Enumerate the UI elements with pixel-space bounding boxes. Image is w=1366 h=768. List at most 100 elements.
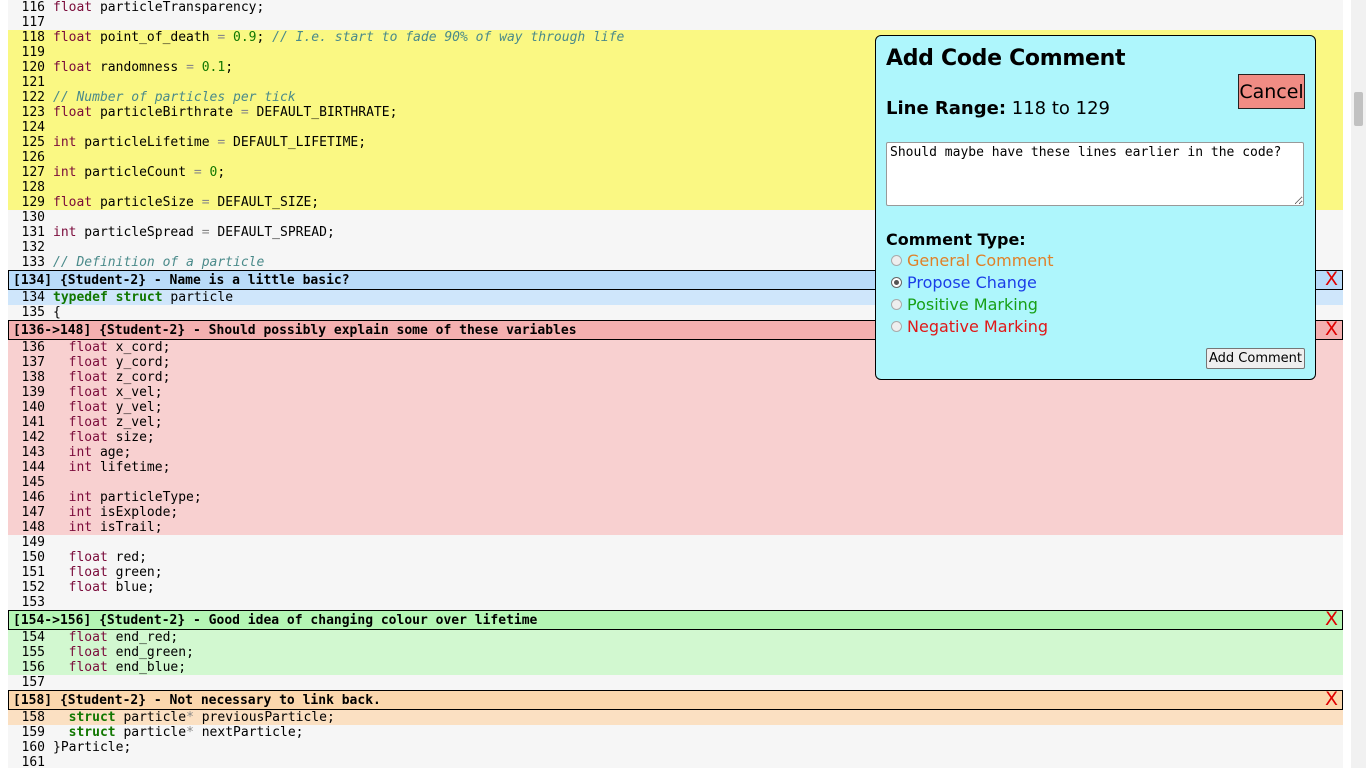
- comment-text: [154->156] {Student-2} - Good idea of ch…: [13, 613, 538, 628]
- type-keyword: float: [68, 630, 108, 645]
- delete-comment-button[interactable]: X: [1324, 688, 1338, 710]
- line-number: 118: [21, 30, 45, 45]
- add-comment-dialog: Add Code Comment Cancel Line Range: 118 …: [875, 35, 1316, 380]
- option-general-comment[interactable]: General Comment: [891, 250, 1054, 270]
- line-number: 119: [21, 45, 45, 60]
- line-number: 147: [21, 505, 45, 520]
- line-number: 128: [21, 180, 45, 195]
- code-line-commented: 158 struct particle* previousParticle;: [8, 710, 1343, 725]
- comment-textarea[interactable]: Should maybe have these lines earlier in…: [886, 142, 1304, 206]
- add-comment-button[interactable]: Add Comment: [1206, 348, 1305, 369]
- line-number: 149: [21, 535, 45, 550]
- code-line-commented: 148 int isTrail;: [8, 520, 1343, 535]
- option-label[interactable]: Positive Marking: [907, 294, 1038, 314]
- code-text: point_of_death: [92, 30, 218, 45]
- line-number: 134: [21, 290, 45, 305]
- line-number: 124: [21, 120, 45, 135]
- code-line-commented: 155 float end_green;: [8, 645, 1343, 660]
- keyword: struct: [115, 290, 163, 305]
- scrollbar-thumb[interactable]: [1354, 92, 1363, 126]
- line-number: 116: [21, 0, 45, 15]
- option-positive-marking[interactable]: Positive Marking: [891, 294, 1038, 314]
- type-keyword: int: [68, 445, 93, 460]
- type-keyword: int: [53, 225, 77, 240]
- code-line-commented: 139 float x_vel;: [8, 385, 1343, 400]
- code-text: end_green;: [107, 645, 194, 660]
- line-number: 159: [21, 725, 45, 740]
- type-keyword: float: [68, 580, 108, 595]
- operator: =: [193, 165, 202, 180]
- keyword: typedef: [53, 290, 108, 305]
- number-literal: 0.9: [225, 30, 257, 45]
- vertical-scrollbar[interactable]: [1351, 0, 1366, 768]
- code-line: 160}Particle;: [8, 740, 1343, 755]
- line-number: 133: [21, 255, 45, 270]
- type-keyword: int: [68, 505, 93, 520]
- delete-comment-button[interactable]: X: [1324, 318, 1338, 340]
- type-keyword: int: [68, 460, 93, 475]
- type-keyword: float: [68, 355, 108, 370]
- code-text: particle: [115, 710, 187, 725]
- line-number: 122: [21, 90, 45, 105]
- code-line: 152 float blue;: [8, 580, 1343, 595]
- line-number: 155: [21, 645, 45, 660]
- code-text: ;: [256, 30, 273, 45]
- radio-propose-change[interactable]: [891, 276, 902, 288]
- option-propose-change[interactable]: Propose Change: [891, 272, 1037, 292]
- option-label[interactable]: General Comment: [907, 250, 1054, 270]
- keyword: struct: [68, 710, 116, 725]
- comment-text: [136->148] {Student-2} - Should possibly…: [13, 323, 577, 338]
- type-keyword: float: [68, 370, 108, 385]
- option-label[interactable]: Negative Marking: [907, 316, 1049, 336]
- delete-comment-button[interactable]: X: [1324, 268, 1338, 290]
- option-label[interactable]: Propose Change: [907, 272, 1037, 292]
- type-keyword: float: [68, 400, 108, 415]
- code-text: particleBirthrate: [92, 105, 241, 120]
- radio-positive-marking[interactable]: [891, 298, 902, 310]
- code-text: red;: [107, 550, 147, 565]
- line-number: 156: [21, 660, 45, 675]
- line-number: 143: [21, 445, 45, 460]
- code-text: particleType;: [92, 490, 202, 505]
- radio-general-comment[interactable]: [891, 254, 902, 266]
- code-line: 159 struct particle* nextParticle;: [8, 725, 1343, 740]
- code-line-commented: 144 int lifetime;: [8, 460, 1343, 475]
- code-line: 157: [8, 675, 1343, 690]
- code-line: 161: [8, 755, 1343, 768]
- line-number: 148: [21, 520, 45, 535]
- line-number: 131: [21, 225, 45, 240]
- code-text: {: [53, 305, 61, 320]
- code-text: blue;: [107, 580, 155, 595]
- type-keyword: int: [68, 520, 93, 535]
- cancel-button[interactable]: Cancel: [1238, 74, 1305, 109]
- code-line: 149: [8, 535, 1343, 550]
- delete-comment-button[interactable]: X: [1324, 608, 1338, 630]
- line-number: 141: [21, 415, 45, 430]
- code-text: x_cord;: [107, 340, 171, 355]
- operator: =: [201, 195, 210, 210]
- keyword: struct: [68, 725, 116, 740]
- code-line: 151 float green;: [8, 565, 1343, 580]
- radio-negative-marking[interactable]: [891, 320, 902, 332]
- operator: =: [201, 225, 210, 240]
- code-text: particleSize: [92, 195, 202, 210]
- code-line-commented: 142 float size;: [8, 430, 1343, 445]
- line-number: 138: [21, 370, 45, 385]
- line-number: 157: [21, 675, 45, 690]
- option-negative-marking[interactable]: Negative Marking: [891, 316, 1048, 336]
- type-keyword: float: [68, 340, 108, 355]
- operator: =: [186, 60, 194, 75]
- code-text: lifetime;: [92, 460, 171, 475]
- line-number: 142: [21, 430, 45, 445]
- code-text: isTrail;: [92, 520, 163, 535]
- comment-type-label: Comment Type:: [886, 230, 1026, 249]
- number-literal: 0.1: [193, 60, 226, 75]
- type-keyword: float: [68, 415, 108, 430]
- operator: *: [186, 710, 194, 725]
- line-number: 127: [21, 165, 45, 180]
- code-text: size;: [107, 430, 155, 445]
- line-number: 154: [21, 630, 45, 645]
- operator: =: [240, 105, 249, 120]
